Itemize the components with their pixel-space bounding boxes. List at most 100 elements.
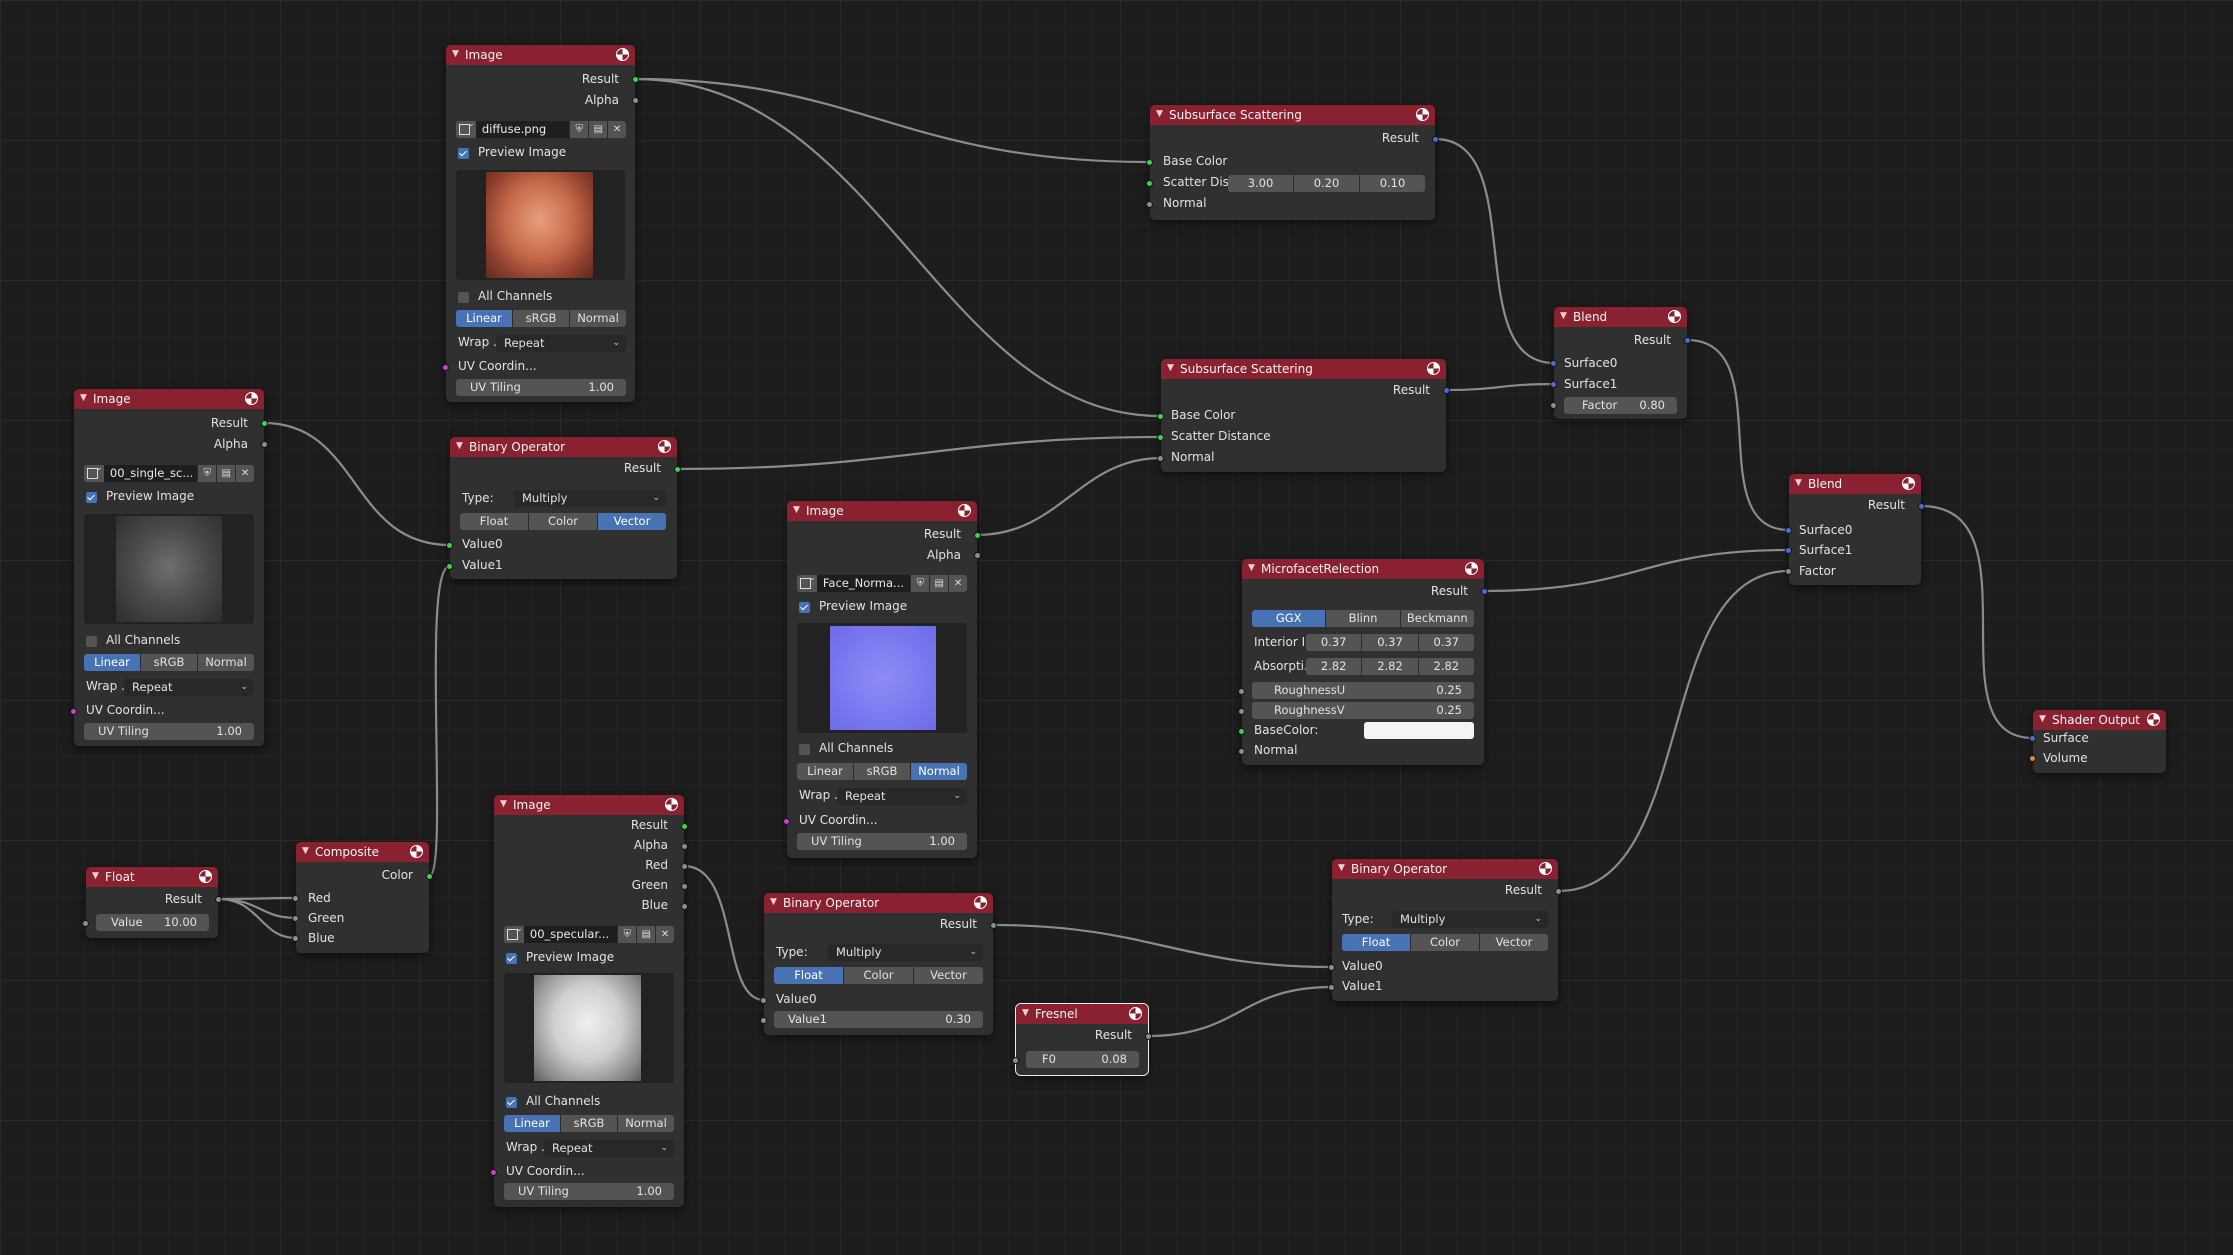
all-channels-checkbox[interactable] (799, 744, 810, 755)
input-uv-socket[interactable] (442, 363, 449, 371)
preview-image-checkbox[interactable] (86, 492, 97, 503)
output-color-socket[interactable] (426, 872, 433, 880)
binary-operator-node-1[interactable]: ▼Binary Operator Result Type: Multiply⌄ … (446, 437, 681, 579)
float-option[interactable]: Float (774, 967, 844, 984)
input-surface0-socket[interactable] (1785, 526, 1792, 534)
node-globe-icon[interactable] (958, 504, 971, 517)
abs-y[interactable]: 2.82 (1362, 658, 1419, 675)
normal-option[interactable]: Normal (198, 654, 254, 671)
output-green-socket[interactable] (681, 882, 688, 890)
node-globe-icon[interactable] (2147, 713, 2160, 726)
image-node-diffuse[interactable]: ▼Image Result Alpha diffuse.png ⛨ ▤ ✕ Pr… (442, 45, 639, 402)
type-dropdown[interactable]: Multiply⌄ (514, 490, 666, 507)
node-globe-icon[interactable] (974, 896, 987, 909)
output-alpha-socket[interactable] (632, 96, 639, 104)
collapse-arrow-icon[interactable]: ▼ (500, 799, 507, 809)
node-header[interactable]: ▼Image (787, 501, 977, 521)
node-header[interactable]: ▼Binary Operator (1332, 859, 1558, 879)
subsurface-scattering-node-1[interactable]: ▼Subsurface Scattering Result Base Color… (1146, 105, 1439, 220)
output-result-socket[interactable] (990, 921, 997, 929)
collapse-arrow-icon[interactable]: ▼ (1248, 563, 1255, 573)
color-option[interactable]: Color (1411, 934, 1480, 951)
abs-z[interactable]: 2.82 (1418, 658, 1474, 675)
input-uv-socket[interactable] (490, 1168, 497, 1176)
input-blue-socket[interactable] (292, 934, 299, 942)
vector-option[interactable]: Vector (1480, 934, 1548, 951)
ior-x[interactable]: 0.37 (1306, 634, 1363, 651)
input-value1-socket[interactable] (1328, 983, 1335, 991)
filename-field[interactable]: 00_single_sc... (103, 465, 198, 482)
open-folder-icon[interactable]: ▤ (588, 121, 608, 138)
node-globe-icon[interactable] (245, 392, 258, 405)
normal-option[interactable]: Normal (911, 763, 967, 780)
input-basecolor-socket[interactable] (1238, 727, 1245, 735)
srgb-option[interactable]: sRGB (513, 310, 570, 327)
output-alpha-socket[interactable] (261, 440, 268, 448)
input-surface-socket[interactable] (2029, 734, 2036, 742)
input-value0-socket[interactable] (1328, 963, 1335, 971)
unlink-x-icon[interactable]: ✕ (948, 575, 967, 592)
ior-z[interactable]: 0.37 (1418, 634, 1474, 651)
filename-field[interactable]: diffuse.png (475, 121, 570, 138)
input-uv-socket[interactable] (783, 817, 790, 825)
fake-user-shield-icon[interactable]: ⛨ (197, 465, 217, 482)
unlink-x-icon[interactable]: ✕ (655, 926, 674, 943)
node-globe-icon[interactable] (1427, 362, 1440, 375)
input-factor-socket[interactable] (1550, 401, 1557, 409)
unlink-x-icon[interactable]: ✕ (607, 121, 626, 138)
output-result-socket[interactable] (1145, 1032, 1152, 1040)
linear-option[interactable]: Linear (84, 654, 141, 671)
output-result-socket[interactable] (632, 75, 639, 83)
node-globe-icon[interactable] (658, 440, 671, 453)
float-option[interactable]: Float (460, 513, 529, 530)
preview-image-checkbox[interactable] (506, 953, 517, 964)
fake-user-shield-icon[interactable]: ⛨ (569, 121, 589, 138)
collapse-arrow-icon[interactable]: ▼ (1795, 478, 1802, 488)
color-option[interactable]: Color (844, 967, 914, 984)
filename-field[interactable]: 00_specular... (523, 926, 618, 943)
normal-option[interactable]: Normal (618, 1115, 674, 1132)
unlink-x-icon[interactable]: ✕ (235, 465, 254, 482)
collapse-arrow-icon[interactable]: ▼ (1167, 363, 1174, 373)
scatter-x[interactable]: 3.00 (1228, 175, 1294, 192)
node-header[interactable]: ▼Image (446, 45, 635, 65)
node-header[interactable]: ▼Float (86, 867, 218, 887)
file-selector[interactable]: 00_specular... ⛨ ▤ ✕ (504, 924, 674, 943)
image-browse-icon[interactable] (504, 924, 524, 943)
output-result-socket[interactable] (1443, 386, 1450, 394)
image-node-specular[interactable]: ▼Image Result Alpha Red Green Blue 00_sp… (490, 795, 688, 1207)
blinn-option[interactable]: Blinn (1326, 610, 1401, 627)
input-roughnessv-socket[interactable] (1238, 707, 1245, 715)
output-result-socket[interactable] (1481, 587, 1488, 595)
linear-option[interactable]: Linear (504, 1115, 561, 1132)
collapse-arrow-icon[interactable]: ▼ (1560, 311, 1567, 321)
srgb-option[interactable]: sRGB (854, 763, 911, 780)
input-value-socket[interactable] (82, 919, 89, 927)
wrap-dropdown[interactable]: Repeat⌄ (837, 788, 967, 805)
image-browse-icon[interactable] (797, 573, 817, 592)
node-header[interactable]: ▼Binary Operator (450, 437, 677, 457)
binary-operator-node-3[interactable]: ▼Binary Operator Result Type: Multiply⌄ … (1328, 859, 1562, 1001)
node-globe-icon[interactable] (1668, 310, 1681, 323)
file-selector[interactable]: diffuse.png ⛨ ▤ ✕ (456, 119, 626, 138)
node-globe-icon[interactable] (199, 870, 212, 883)
output-result-socket[interactable] (1432, 135, 1439, 143)
subsurface-scattering-node-2[interactable]: ▼Subsurface Scattering Result Base Color… (1157, 359, 1450, 472)
collapse-arrow-icon[interactable]: ▼ (793, 505, 800, 515)
input-normal-socket[interactable] (1146, 200, 1153, 208)
binary-operator-node-2[interactable]: ▼Binary Operator Result Type: Multiply⌄ … (760, 893, 997, 1035)
input-scatter-socket[interactable] (1157, 433, 1164, 441)
